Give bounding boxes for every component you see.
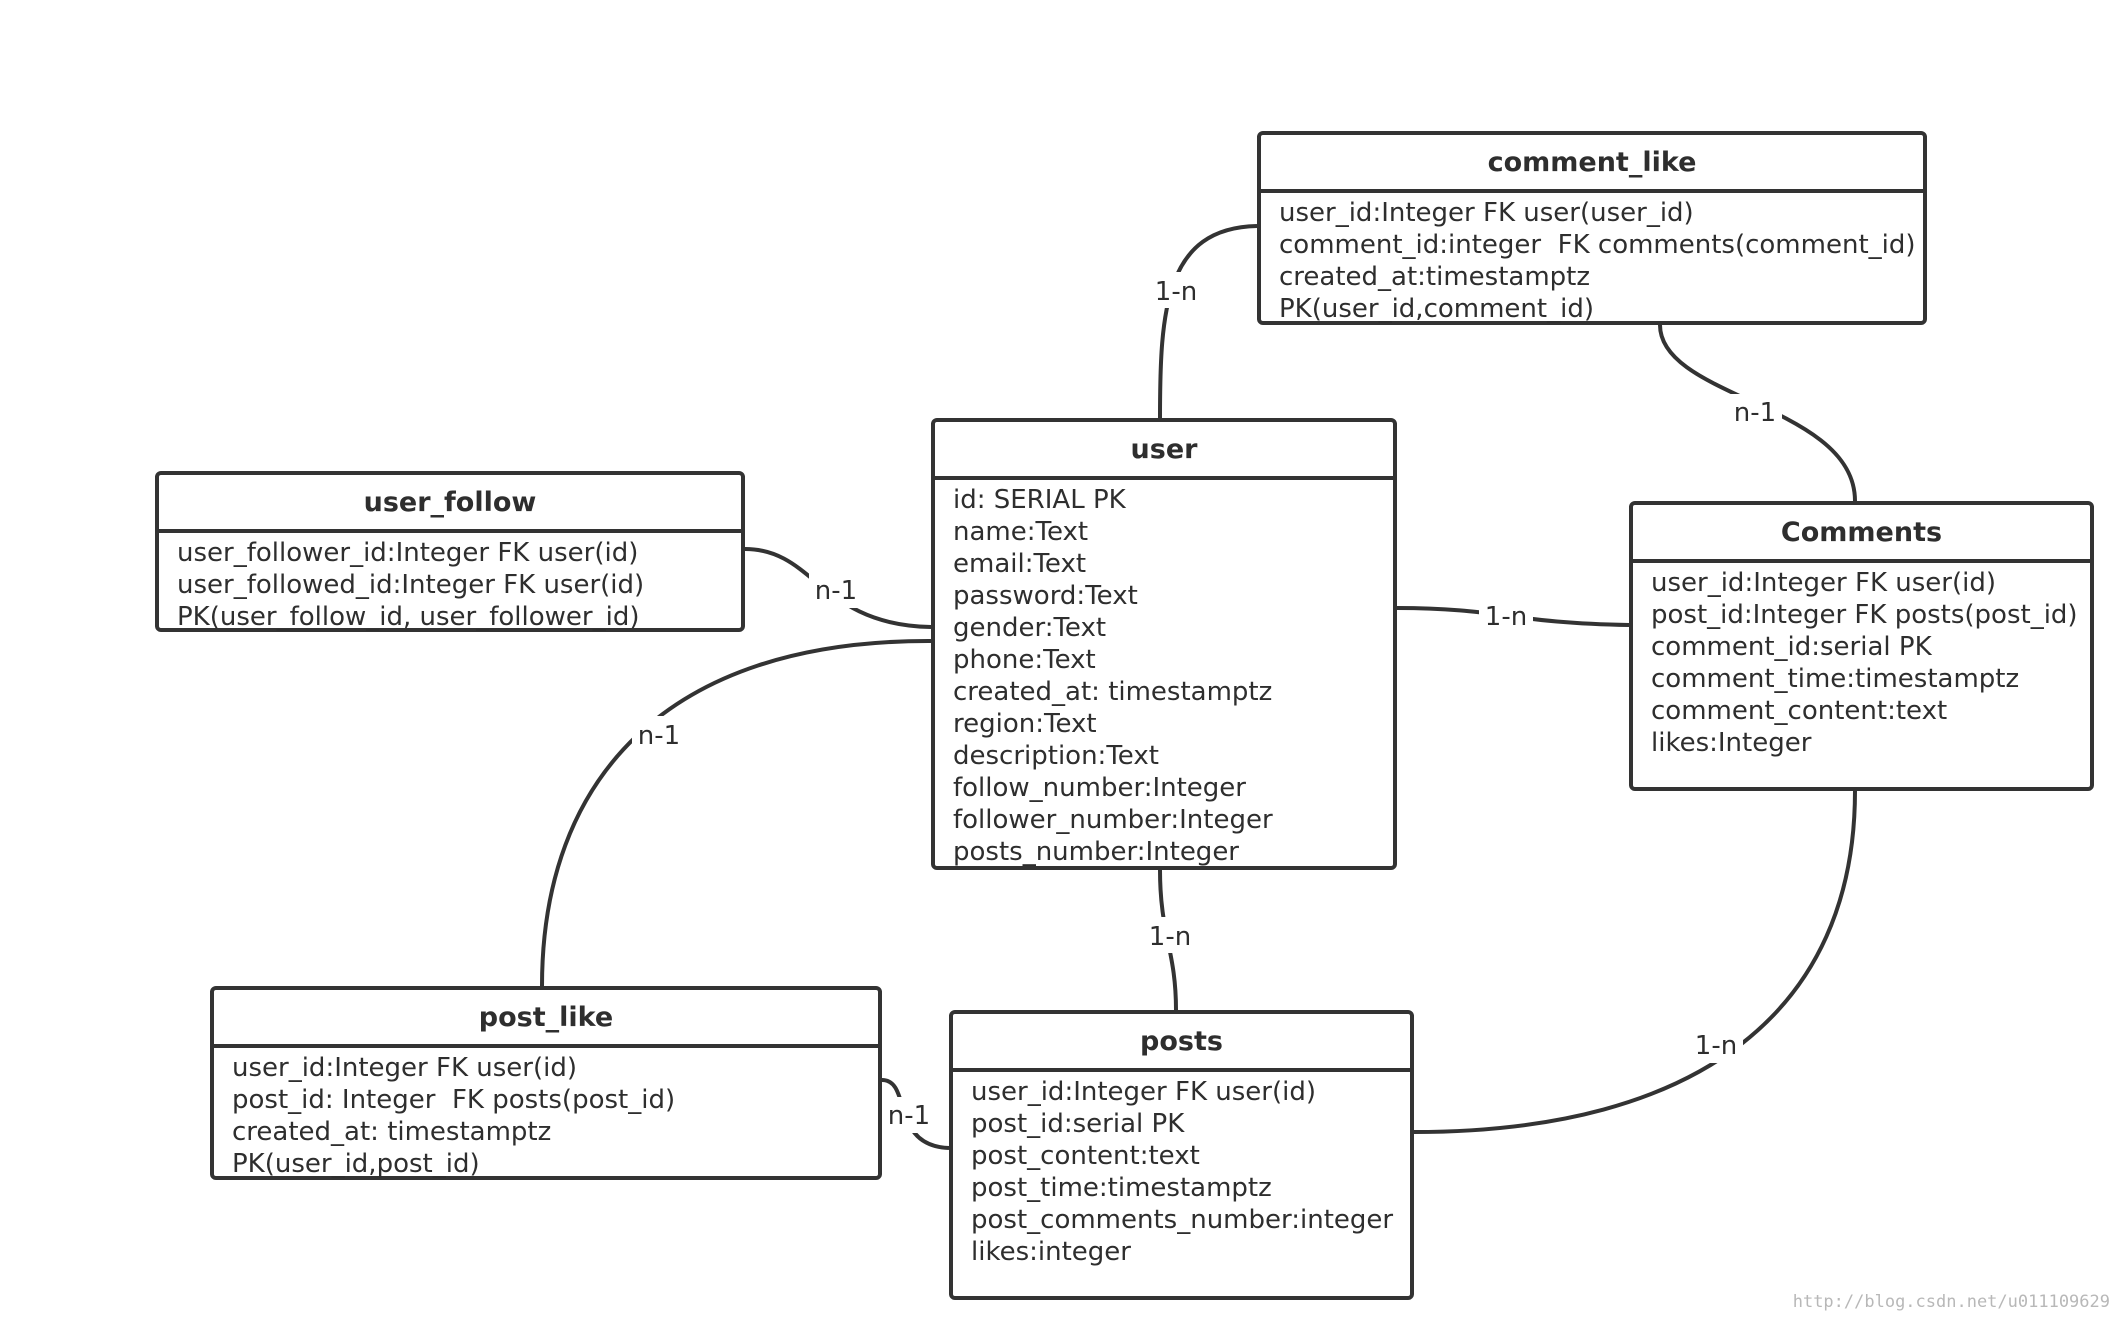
attribute: user_id:Integer FK user(user_id) bbox=[1279, 198, 1694, 228]
svg-text:1-n: 1-n bbox=[1155, 277, 1197, 307]
connector-posts-comments bbox=[1413, 790, 1857, 1134]
attribute: post_id:serial PK bbox=[971, 1109, 1185, 1139]
attribute: phone:Text bbox=[953, 645, 1096, 675]
attribute: name:Text bbox=[953, 517, 1089, 547]
attribute: created_at: timestamptz bbox=[232, 1117, 552, 1147]
attribute: PK(user_id,comment_id) bbox=[1279, 294, 1594, 324]
entity-title: user_follow bbox=[159, 475, 741, 533]
relationship-label: 1-n bbox=[1143, 917, 1197, 953]
attribute: id: SERIAL PK bbox=[953, 485, 1126, 515]
attribute: user_follower_id:Integer FK user(id) bbox=[177, 538, 639, 568]
attribute-list: user_follower_id:Integer FK user(id) use… bbox=[159, 533, 741, 633]
entity-title: posts bbox=[953, 1014, 1410, 1072]
svg-text:1-n: 1-n bbox=[1695, 1031, 1737, 1061]
attribute: user_id:Integer FK user(id) bbox=[971, 1077, 1316, 1107]
svg-text:1-n: 1-n bbox=[1485, 602, 1527, 632]
attribute: comment_id:serial PK bbox=[1651, 632, 1932, 662]
relationship-label: n-1 bbox=[882, 1097, 936, 1133]
attribute: post_comments_number:integer bbox=[971, 1205, 1394, 1235]
entity-title: Comments bbox=[1633, 505, 2090, 563]
entity-comment-like[interactable]: comment_like user_id:Integer FK user(use… bbox=[1257, 131, 1927, 325]
attribute: follower_number:Integer bbox=[953, 805, 1273, 835]
entity-title: user bbox=[935, 422, 1393, 480]
attribute: PK(user_follow_id, user_follower_id) bbox=[177, 602, 640, 632]
relationship-label: n-1 bbox=[1728, 394, 1782, 430]
attribute: post_id:Integer FK posts(post_id) bbox=[1651, 600, 2078, 630]
attribute: email:Text bbox=[953, 549, 1087, 579]
attribute: likes:Integer bbox=[1651, 728, 1812, 758]
attribute: post_id: Integer FK posts(post_id) bbox=[232, 1085, 676, 1115]
attribute-list: user_id:Integer FK user(id) post_id:Inte… bbox=[1633, 563, 2090, 759]
attribute-list: user_id:Integer FK user(user_id) comment… bbox=[1261, 193, 1923, 325]
entity-comments[interactable]: Comments user_id:Integer FK user(id) pos… bbox=[1629, 501, 2094, 791]
attribute: user_followed_id:Integer FK user(id) bbox=[177, 570, 645, 600]
attribute-list: id: SERIAL PK name:Text email:Text passw… bbox=[935, 480, 1393, 868]
svg-text:n-1: n-1 bbox=[815, 576, 857, 606]
attribute: post_content:text bbox=[971, 1141, 1200, 1171]
svg-text:n-1: n-1 bbox=[638, 721, 680, 751]
attribute: user_id:Integer FK user(id) bbox=[1651, 568, 1996, 598]
svg-text:1-n: 1-n bbox=[1149, 922, 1191, 952]
attribute: follow_number:Integer bbox=[953, 773, 1246, 803]
attribute: created_at: timestamptz bbox=[953, 677, 1273, 707]
attribute-list: user_id:Integer FK user(id) post_id:seri… bbox=[953, 1072, 1410, 1268]
attribute: user_id:Integer FK user(id) bbox=[232, 1053, 577, 1083]
connector-post-like-user bbox=[540, 638, 932, 987]
attribute: description:Text bbox=[953, 741, 1159, 771]
attribute: comment_time:timestamptz bbox=[1651, 664, 2020, 694]
attribute: region:Text bbox=[953, 709, 1097, 739]
svg-text:n-1: n-1 bbox=[888, 1101, 930, 1131]
watermark: http://blog.csdn.net/u011109629 bbox=[1792, 1292, 2110, 1312]
svg-text:n-1: n-1 bbox=[1734, 398, 1776, 428]
entity-user-follow[interactable]: user_follow user_follower_id:Integer FK … bbox=[155, 471, 745, 632]
relationship-label: 1-n bbox=[1147, 272, 1197, 308]
attribute: posts_number:Integer bbox=[953, 837, 1239, 867]
entity-title: post_like bbox=[214, 990, 878, 1048]
attribute-list: user_id:Integer FK user(id) post_id: Int… bbox=[214, 1048, 878, 1180]
entity-posts[interactable]: posts user_id:Integer FK user(id) post_i… bbox=[949, 1010, 1414, 1300]
entity-title: comment_like bbox=[1261, 135, 1923, 193]
entity-user[interactable]: user id: SERIAL PK name:Text email:Text … bbox=[931, 418, 1397, 870]
relationship-label: 1-n bbox=[1689, 1027, 1743, 1063]
entity-post-like[interactable]: post_like user_id:Integer FK user(id) po… bbox=[210, 986, 882, 1180]
attribute: comment_content:text bbox=[1651, 696, 1948, 726]
connector-user-comment-like bbox=[1158, 224, 1258, 419]
attribute: PK(user_id,post_id) bbox=[232, 1149, 480, 1179]
attribute: post_time:timestamptz bbox=[971, 1173, 1272, 1203]
relationship-label: 1-n bbox=[1479, 597, 1533, 633]
relationship-label: n-1 bbox=[632, 716, 686, 752]
attribute: password:Text bbox=[953, 581, 1138, 611]
relationship-label: n-1 bbox=[809, 572, 863, 608]
attribute: comment_id:integer FK comments(comment_i… bbox=[1279, 230, 1916, 260]
attribute: likes:integer bbox=[971, 1237, 1131, 1267]
attribute: gender:Text bbox=[953, 613, 1107, 643]
attribute: created_at:timestamptz bbox=[1279, 262, 1591, 292]
